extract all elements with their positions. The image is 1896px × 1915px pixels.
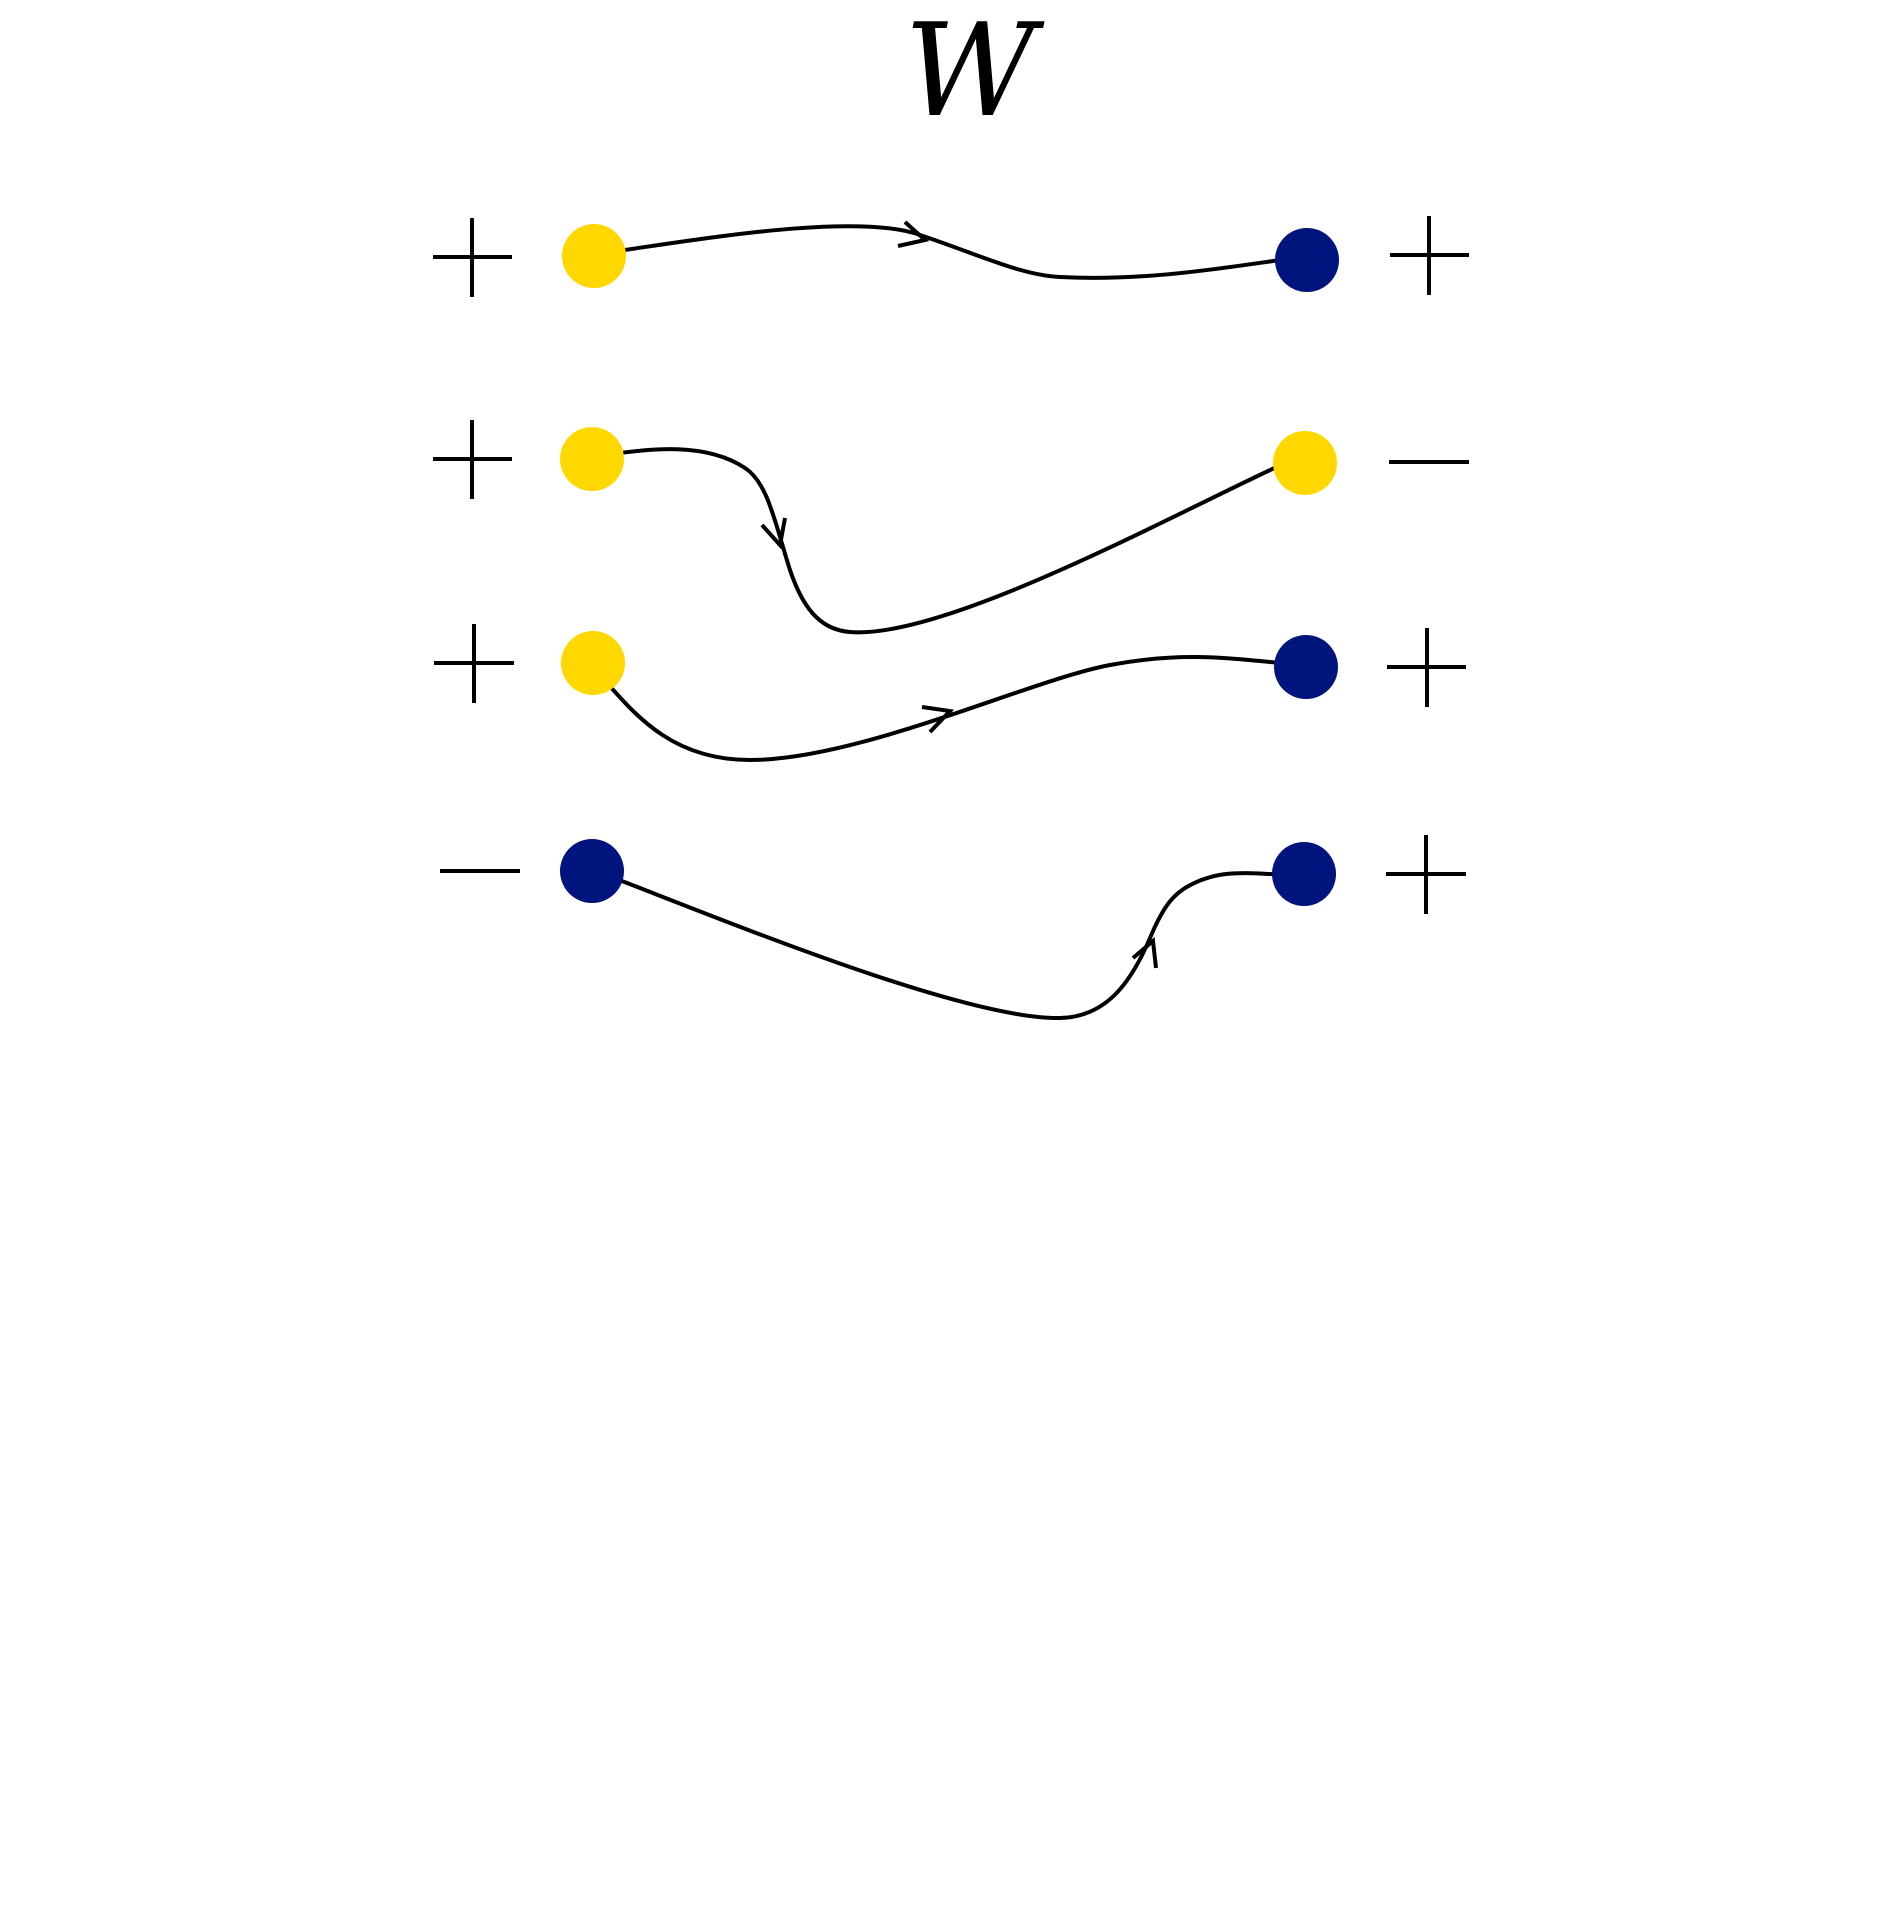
strand-2-arrowhead bbox=[760, 517, 787, 550]
strand-1 bbox=[586, 224, 1297, 280]
left-node-row-4 bbox=[560, 839, 624, 903]
right-node-row-2 bbox=[1273, 431, 1337, 495]
diagram-title: W bbox=[904, 0, 1045, 146]
right-sign-row-3-plus bbox=[1387, 628, 1466, 707]
right-node-row-1 bbox=[1275, 228, 1339, 292]
strand-3-arrowhead bbox=[921, 705, 955, 734]
strand-1-arrowhead bbox=[897, 220, 930, 248]
strand-4 bbox=[586, 866, 1294, 1021]
left-sign-row-2-plus bbox=[433, 420, 512, 499]
strand-2 bbox=[584, 447, 1294, 635]
right-node-row-3 bbox=[1274, 635, 1338, 699]
right-sign-row-4-plus bbox=[1386, 835, 1466, 914]
left-sign-row-3-plus bbox=[434, 624, 514, 703]
left-node-row-3 bbox=[561, 631, 625, 695]
left-sign-row-1-plus bbox=[433, 218, 512, 297]
right-sign-row-1-plus bbox=[1390, 216, 1469, 295]
left-node-row-1 bbox=[562, 224, 626, 288]
right-node-row-4 bbox=[1272, 842, 1336, 906]
strand-3 bbox=[586, 655, 1295, 762]
strand-4-arrowhead bbox=[1131, 937, 1158, 969]
left-node-row-2 bbox=[560, 427, 624, 491]
